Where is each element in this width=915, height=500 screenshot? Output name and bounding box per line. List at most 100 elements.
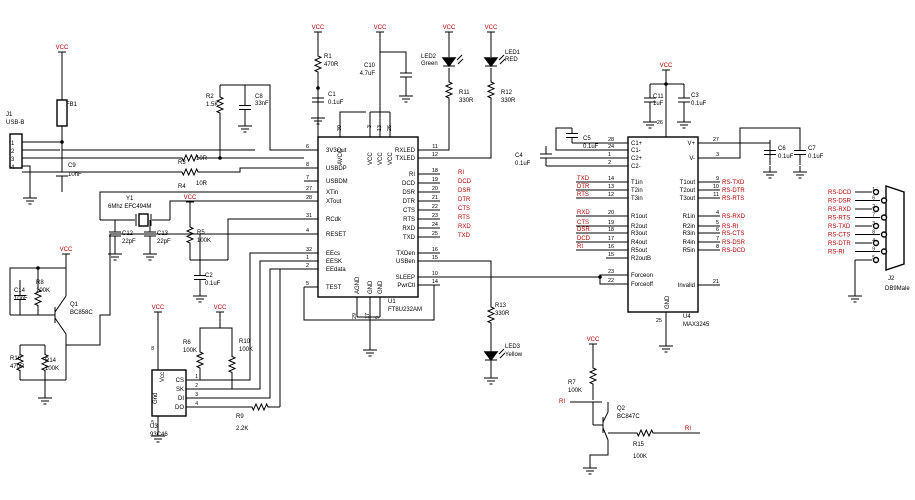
ft232-pin-num: 10 — [432, 271, 438, 277]
ft232-pin-num: 20 — [432, 186, 438, 192]
vcc-label: VCC — [312, 25, 325, 31]
wire — [555, 127, 572, 151]
fb1-designator: FB1 — [66, 102, 78, 108]
ft232-pin-label: DCD — [402, 181, 416, 187]
eeprom-pin-num: 2 — [195, 383, 198, 389]
ft232-pin-label: RTS — [403, 217, 415, 223]
junction-dot — [598, 275, 602, 279]
r1-value: 470R — [324, 62, 339, 68]
ft232-pin-label: EEdata — [326, 267, 346, 273]
led-arrow — [457, 58, 464, 65]
max3245-pin-num: 8 — [716, 244, 719, 250]
q2-designator: Q2 — [617, 406, 626, 412]
ft232-signal-label: RTS — [458, 215, 470, 221]
ft232-signal-label: DCD — [458, 179, 472, 185]
max3245-pin-num: 16 — [608, 244, 614, 250]
j1-pin-num: 2 — [11, 149, 15, 155]
wire — [420, 260, 492, 290]
ft232-pin-num: 25 — [432, 231, 438, 237]
r8-designator: R8 — [36, 280, 44, 286]
wire — [99, 191, 304, 220]
r7-designator: R7 — [568, 380, 576, 386]
max3245-pin-num: 5 — [716, 220, 719, 226]
max3245-pin-num: 20 — [608, 210, 614, 216]
ft232-pin-label: TEST — [326, 285, 342, 291]
q1-transistor — [54, 295, 67, 313]
ft232-pin-label: RESET — [326, 232, 346, 238]
c8-designator: C8 — [255, 94, 263, 100]
ft232-pin-label: 3V3Out — [326, 148, 347, 154]
max3245-pin-num: 14 — [608, 176, 614, 182]
wire — [200, 260, 304, 390]
wire — [199, 233, 304, 270]
max3245-input-signal: RTS — [577, 192, 589, 198]
max3245-pin-num: 19 — [608, 220, 614, 226]
db9-signal-label: RS-DCD — [828, 190, 852, 196]
q1-transistor — [54, 317, 67, 335]
vcc-label: VCC — [56, 45, 69, 51]
r12-value: 330R — [501, 98, 516, 104]
ft232-pin-label: USBen — [396, 259, 415, 265]
r12-resistor — [486, 68, 496, 112]
ft232-signal-label: TXD — [458, 233, 471, 239]
max3245-input-signal: CTS — [577, 220, 589, 226]
max3245-pin-label: R4in — [683, 240, 695, 246]
led1-color: RED — [505, 57, 518, 63]
y1-designator: Y1 — [126, 196, 134, 202]
eeprom-pin-num: 1 — [195, 374, 198, 380]
ft232-pin-label: RXLED — [395, 148, 416, 154]
max3245-pin-label: C1+ — [631, 141, 643, 147]
max3245-pin-label: Invalid — [678, 283, 695, 289]
max3245-input-signal: RI — [577, 244, 583, 250]
junction-dot — [60, 140, 64, 144]
r4-designator: R4 — [178, 184, 186, 190]
ft232-pin-label: VCC — [368, 152, 374, 165]
led3-diode — [483, 351, 499, 362]
max3245-pin-num: 11 — [713, 192, 719, 198]
wire — [200, 252, 304, 381]
eeprom-designator: U3 — [150, 424, 158, 430]
db9-pin-hole — [872, 239, 880, 247]
max3245-pin-label: T2out — [680, 188, 696, 194]
ft232-pin-label: RCdk — [326, 217, 342, 223]
j2-designator: J2 — [888, 276, 895, 282]
r9-designator: R9 — [236, 414, 244, 420]
ft8u232am-chip — [317, 136, 419, 298]
eeprom-pin-label: SK — [176, 387, 184, 393]
r3-resistor — [170, 153, 210, 163]
max3245-output-signal: RS-DSR — [722, 240, 746, 246]
ft232-pin-num: 8 — [306, 162, 309, 168]
wire — [65, 233, 200, 346]
q2-transistor — [602, 427, 609, 441]
wire — [720, 127, 801, 159]
max3245-part: MAX3245 — [683, 322, 710, 328]
ft232-pin-label: EEcs — [326, 251, 340, 257]
r15-value: 100K — [633, 454, 647, 460]
j1-pin-num: 1 — [11, 141, 15, 147]
wire — [720, 142, 771, 160]
max3245-pin-num: 15 — [608, 252, 614, 258]
ft232-pin-label: XTout — [326, 199, 342, 205]
r5-resistor — [185, 210, 195, 260]
r15-resistor — [625, 428, 665, 438]
ft232-pin-label: SLEEP — [396, 275, 415, 281]
max3245-pin-label: T3in — [631, 196, 643, 202]
ft232-pin-label: PwrCtl — [397, 283, 415, 289]
r14-designator: R14 — [45, 358, 57, 364]
db9-pin-num: 6 — [872, 196, 875, 202]
wire — [169, 200, 304, 220]
db9-pin-num: 5 — [872, 255, 875, 261]
eeprom-pin-num: 8 — [151, 346, 154, 352]
db9-pin-num: 4 — [872, 238, 875, 244]
eeprom-pin-label: Gnd — [153, 393, 159, 404]
max3245-pin-num: 7 — [716, 236, 719, 242]
c5-value: 0.1uF — [583, 144, 599, 150]
r2-value: 1.5K — [206, 102, 218, 108]
max3245-input-signal: RXD — [577, 210, 590, 216]
max3245-pin-num: 21 — [713, 279, 719, 285]
r16-designator: R16 — [10, 356, 22, 362]
c9-value: 10nF — [68, 172, 82, 178]
eeprom-pin-label: DO — [175, 405, 184, 411]
vcc-label: VCC — [184, 195, 197, 201]
r13-value: 330R — [495, 311, 510, 317]
